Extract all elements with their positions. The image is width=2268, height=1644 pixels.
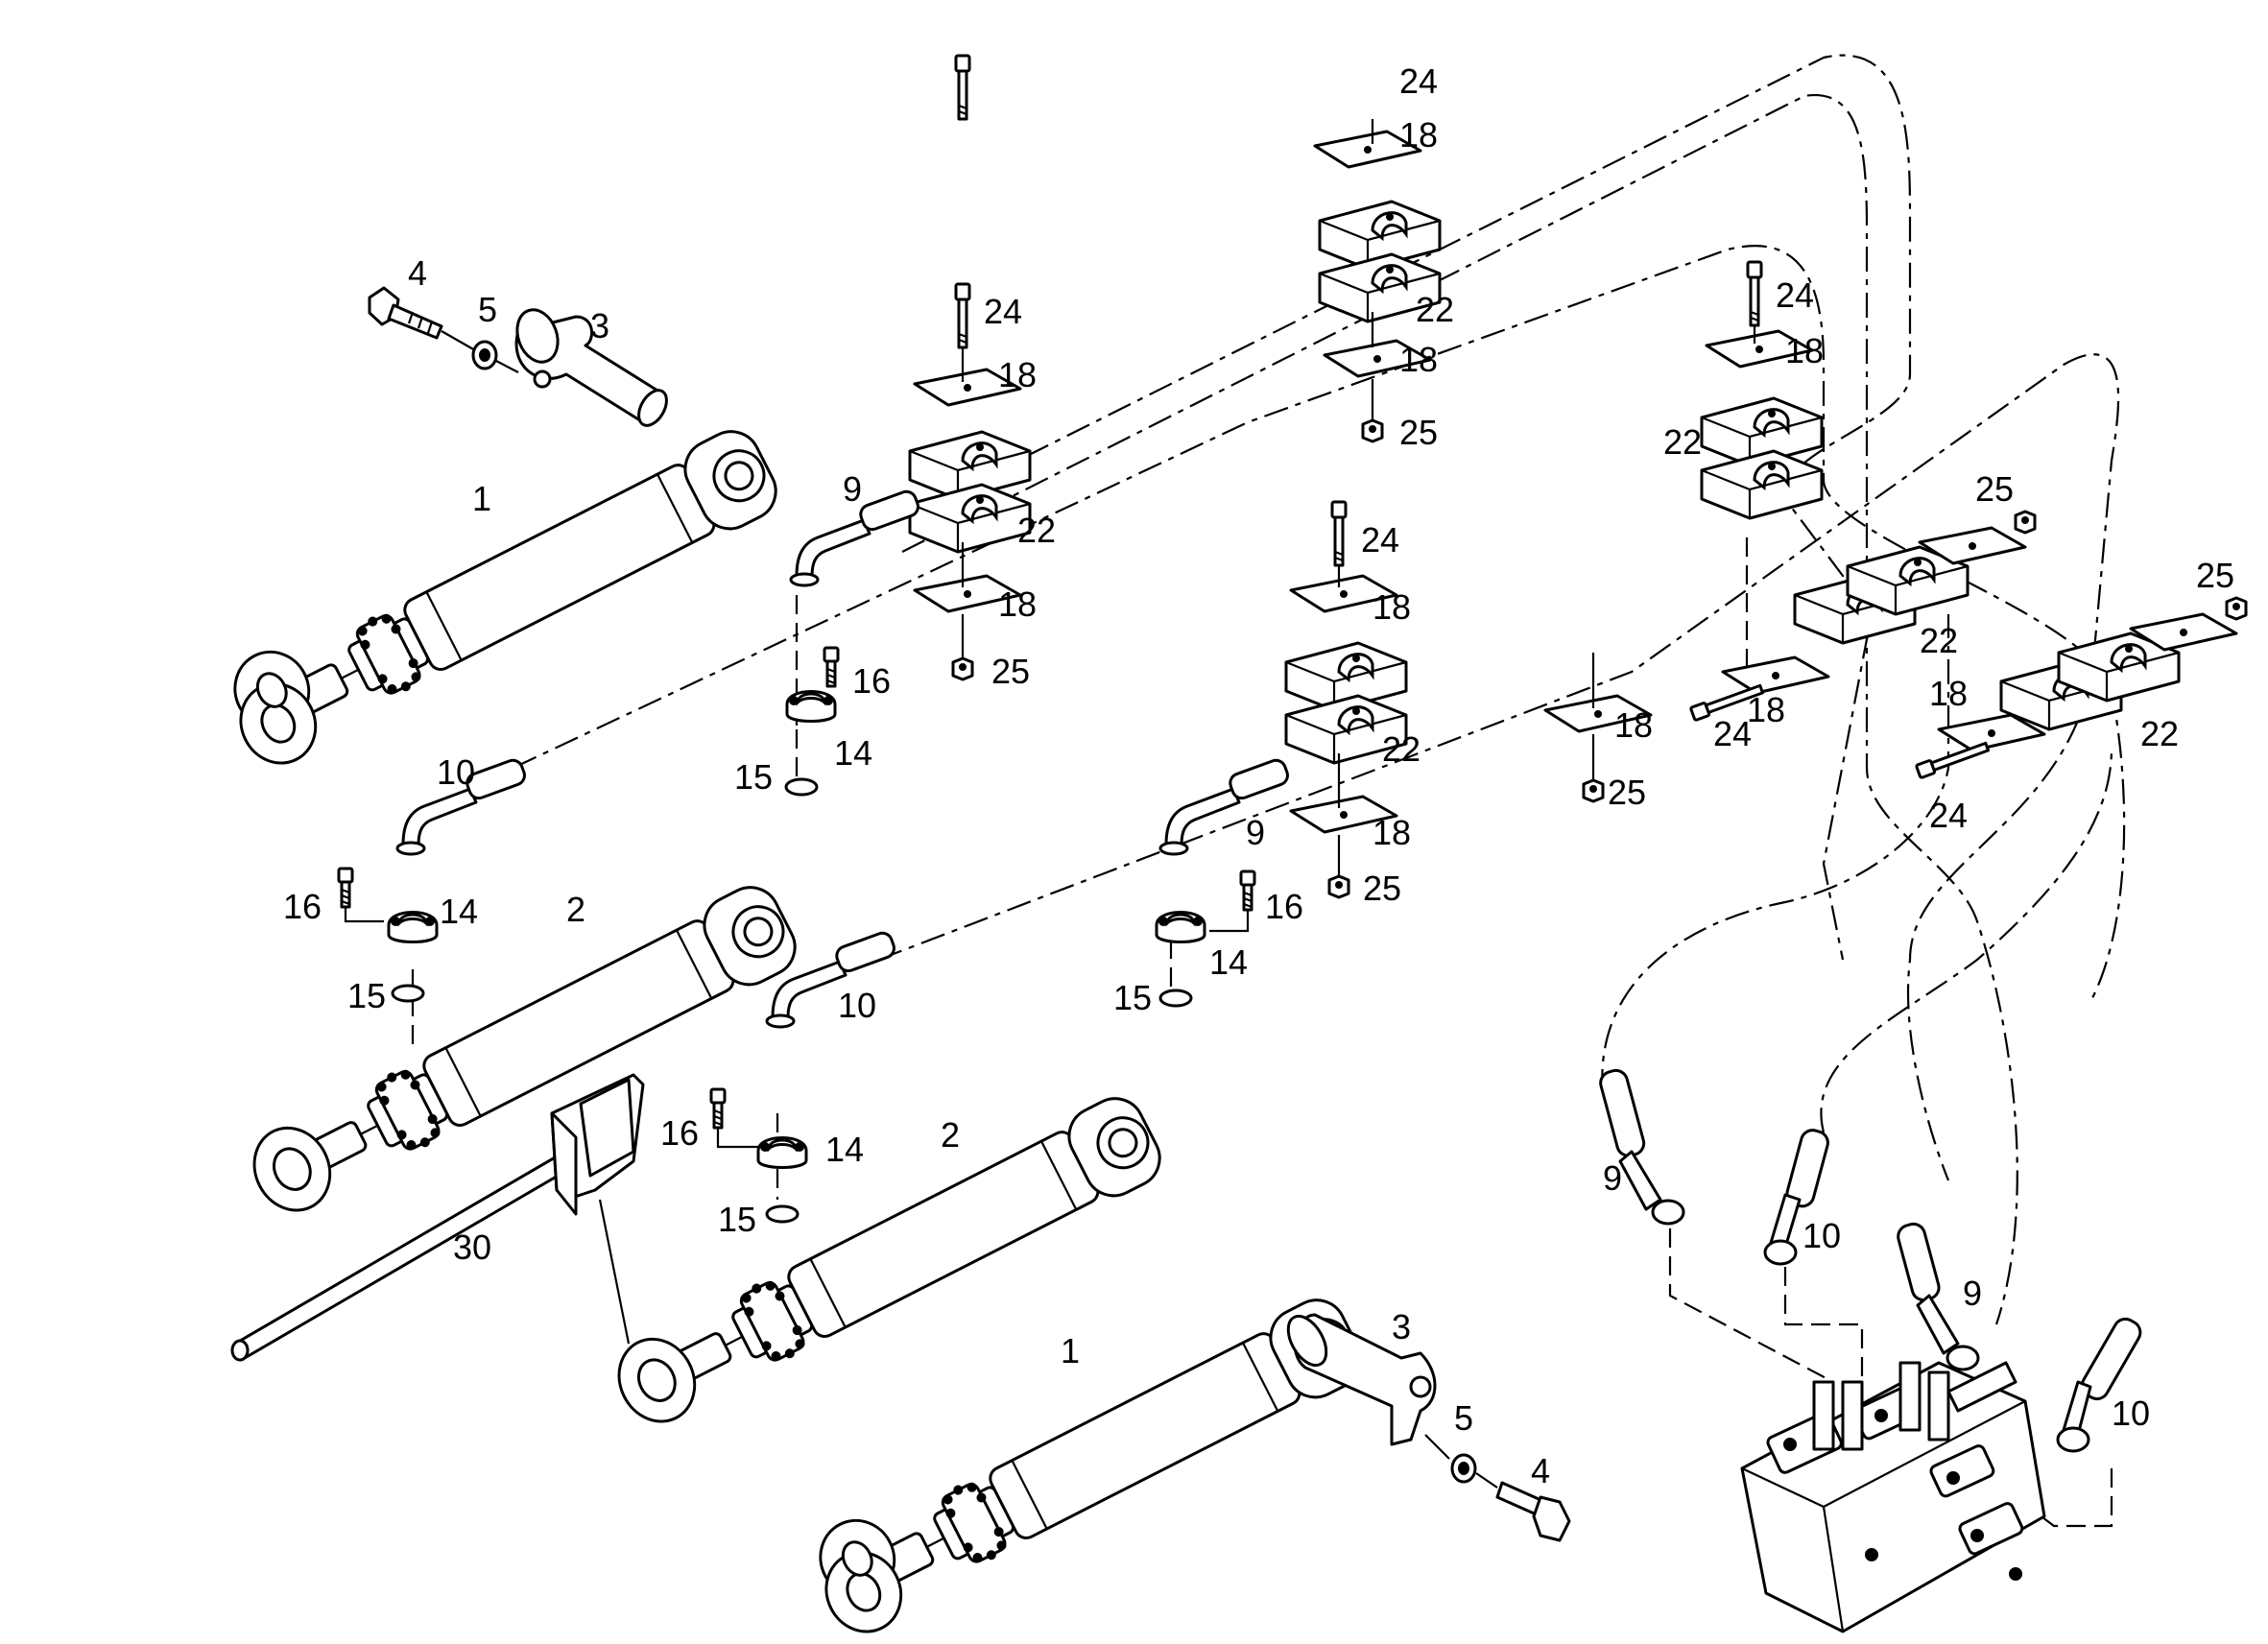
clamp-stack-a <box>954 54 1442 443</box>
fitting-9-middle <box>1158 755 1292 856</box>
cylinder-1-lower-fork <box>797 1492 952 1644</box>
label-18-f: 18 <box>1373 813 1411 852</box>
label-5-lower: 5 <box>1454 1398 1473 1438</box>
hose-end-10-valve-a <box>1763 1129 1829 1266</box>
label-2-lower: 2 <box>941 1115 960 1155</box>
lever-30 <box>230 1073 645 1362</box>
label-10-middle: 10 <box>838 986 876 1025</box>
cylinder-1-upper-fork <box>211 624 367 778</box>
label-22-b: 22 <box>1416 290 1454 329</box>
clamp-stack-f <box>1689 510 2037 722</box>
label-15-d: 15 <box>1113 978 1152 1017</box>
label-3-upper: 3 <box>590 306 609 345</box>
label-10-valve-b: 10 <box>2112 1394 2150 1433</box>
clamp-stack-g <box>1915 596 2248 779</box>
label-18-h: 18 <box>1614 705 1653 745</box>
cylinder-2-middle-eye <box>239 1095 382 1226</box>
hose-end-9-valve-a <box>1599 1068 1685 1226</box>
label-25-c: 25 <box>1363 869 1401 908</box>
label-30-lever: 30 <box>453 1227 491 1267</box>
control-valve-block <box>1740 1361 2046 1633</box>
bolt-4-lower <box>1495 1481 1571 1542</box>
screws-16 <box>337 646 1256 1149</box>
pin-3-lower <box>1286 1313 1437 1446</box>
o-rings-15 <box>391 777 1193 1224</box>
clamp-stack-e <box>1543 653 1653 803</box>
label-24-a: 24 <box>984 292 1022 331</box>
label-2-middle: 2 <box>566 890 585 929</box>
washer-5-upper <box>471 340 498 370</box>
label-4-lower: 4 <box>1531 1451 1550 1490</box>
label-25-a: 25 <box>991 652 1030 691</box>
label-24-e: 24 <box>1713 714 1752 753</box>
callout-labels: 1 1 2 2 3 3 4 4 5 5 9 9 9 9 10 10 10 10 … <box>283 61 2234 1490</box>
hose-routing-lines <box>411 54 2126 1528</box>
label-18-j: 18 <box>1929 674 1968 713</box>
label-22-a: 22 <box>1017 511 1056 550</box>
label-25-e: 25 <box>1975 469 2014 509</box>
label-18-d: 18 <box>1399 340 1438 379</box>
label-16-b: 16 <box>283 887 322 926</box>
label-24-b: 24 <box>1399 61 1438 101</box>
pin-3-upper <box>514 308 668 427</box>
label-9-middle: 9 <box>1246 813 1265 852</box>
clamp-stack-d <box>1700 260 1824 520</box>
label-15-a: 15 <box>734 757 773 797</box>
label-15-b: 15 <box>347 976 386 1015</box>
label-24-f: 24 <box>1929 796 1968 835</box>
label-24-d: 24 <box>1776 275 1814 315</box>
label-5-upper: 5 <box>478 290 497 329</box>
label-25-b: 25 <box>1399 413 1438 452</box>
label-18-b: 18 <box>998 584 1037 624</box>
label-16-a: 16 <box>852 661 891 701</box>
label-9-valve-b: 9 <box>1963 1274 1982 1313</box>
label-4-upper: 4 <box>408 253 427 293</box>
cylinder-2-lower <box>668 1086 1171 1406</box>
label-1-upper: 1 <box>472 479 491 518</box>
label-25-f: 25 <box>2196 556 2234 595</box>
label-18-a: 18 <box>998 355 1037 394</box>
label-15-c: 15 <box>718 1200 756 1239</box>
hose-end-10-valve-b <box>2056 1317 2142 1453</box>
hose-end-9-valve-b <box>1897 1222 1980 1371</box>
label-9-valve-a: 9 <box>1603 1158 1622 1198</box>
label-10-valve-a: 10 <box>1802 1216 1841 1255</box>
label-18-g: 18 <box>1785 331 1824 370</box>
label-3-lower: 3 <box>1392 1307 1411 1346</box>
label-10-upper: 10 <box>437 752 475 792</box>
label-16-d: 16 <box>1265 887 1303 926</box>
washer-5-lower <box>1450 1453 1477 1484</box>
label-14-b: 14 <box>440 892 478 931</box>
label-16-c: 16 <box>660 1113 699 1153</box>
label-14-c: 14 <box>825 1130 864 1169</box>
label-18-e: 18 <box>1373 587 1411 627</box>
label-1-lower: 1 <box>1061 1331 1080 1370</box>
label-18-i: 18 <box>1747 690 1785 729</box>
label-22-d: 22 <box>1663 422 1702 462</box>
label-18-c: 18 <box>1399 115 1438 155</box>
bolt-4-upper <box>368 286 443 340</box>
label-22-e: 22 <box>1920 621 1958 660</box>
label-22-f: 22 <box>2140 714 2179 753</box>
label-9-upper: 9 <box>843 469 862 509</box>
label-22-c: 22 <box>1382 729 1420 769</box>
label-14-d: 14 <box>1209 942 1248 982</box>
label-24-c: 24 <box>1361 520 1399 560</box>
clamp-stack-b <box>908 282 1032 681</box>
label-25-d: 25 <box>1608 773 1646 812</box>
clamp-stack-c <box>1284 500 1408 899</box>
label-14-a: 14 <box>834 733 872 773</box>
cylinder-1-upper <box>284 419 787 739</box>
